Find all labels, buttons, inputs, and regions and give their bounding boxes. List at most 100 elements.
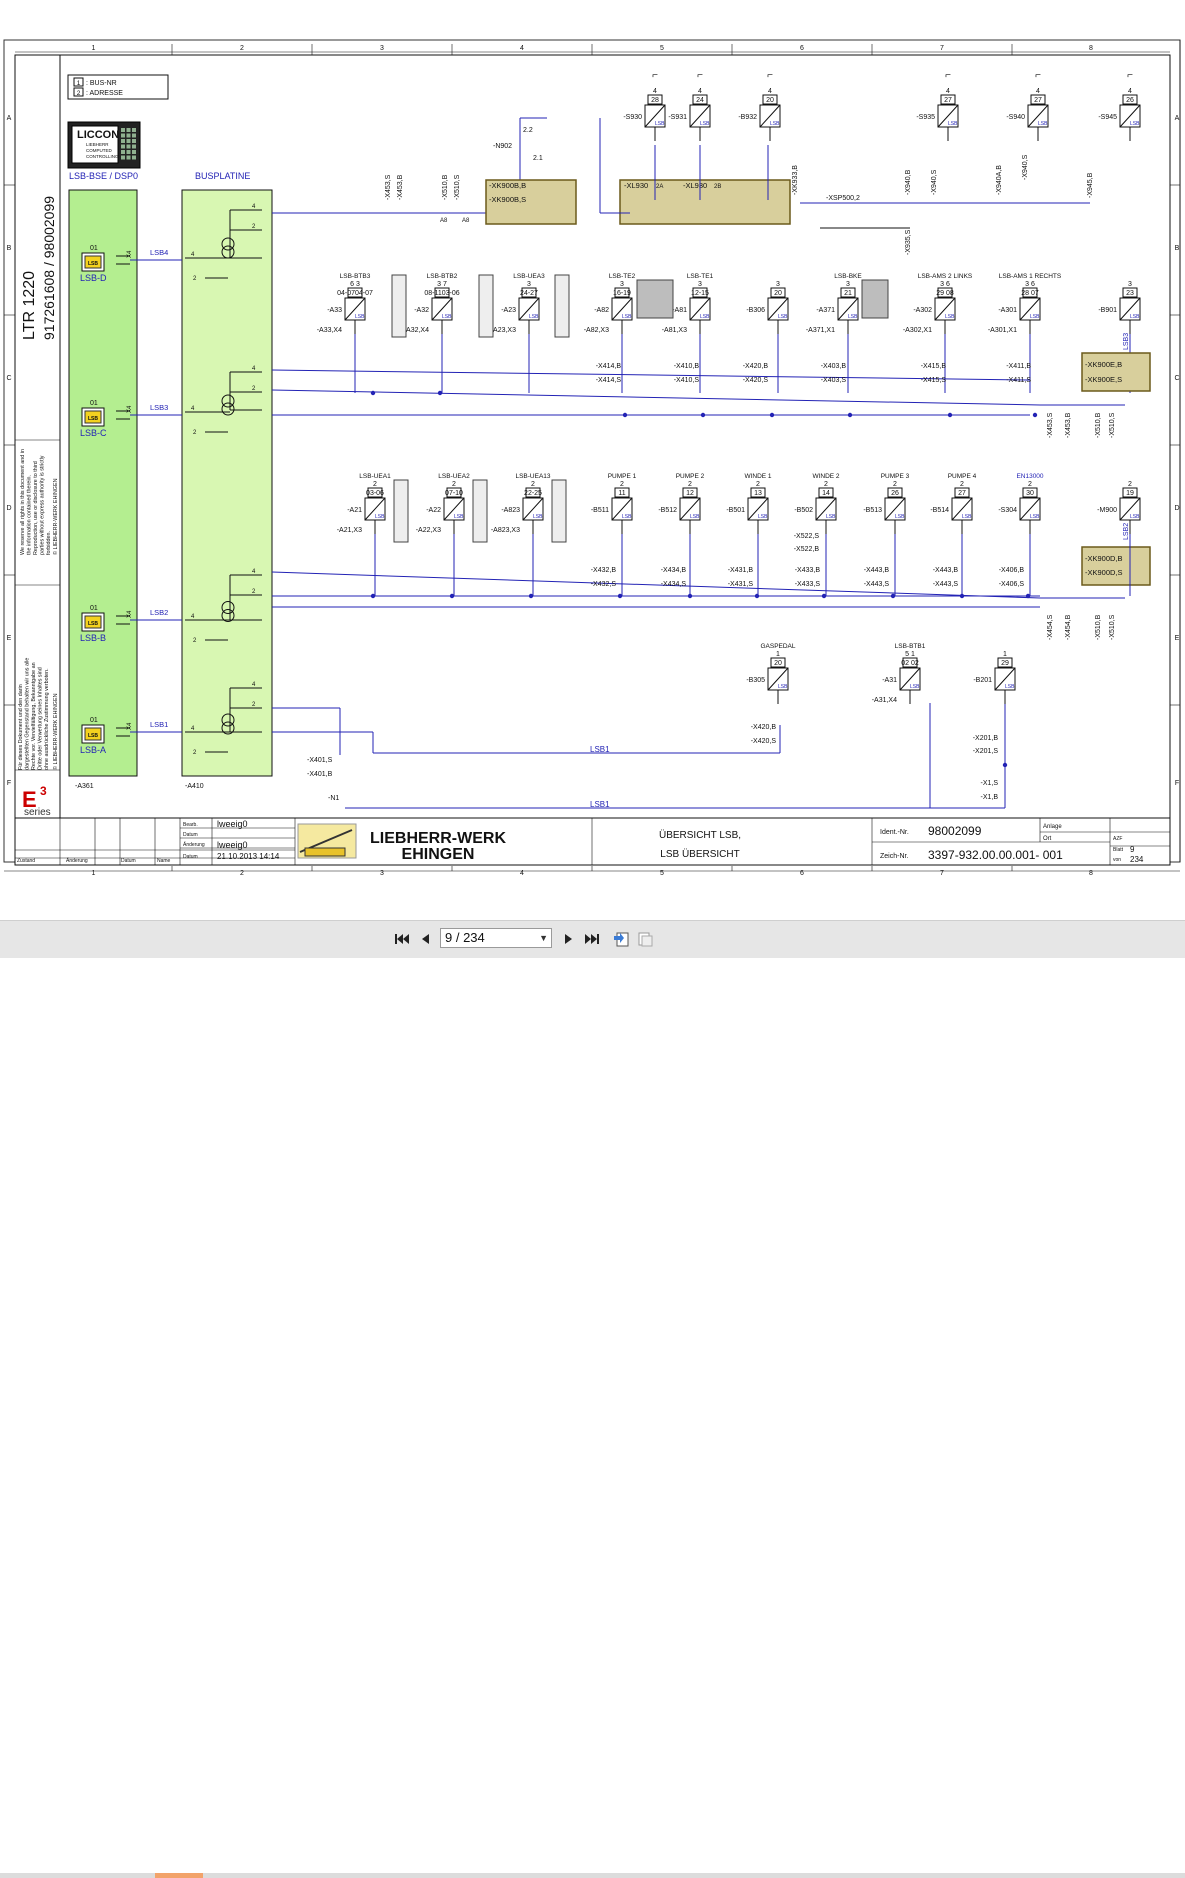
- xk900d-s: -XK900D,S: [1085, 568, 1123, 577]
- device-bus: 6 3: [350, 281, 360, 288]
- module-rack-icon: [391, 274, 407, 338]
- junction-dot: [622, 412, 628, 418]
- module-x4: X4: [127, 250, 133, 258]
- return-view-icon[interactable]: [612, 930, 630, 948]
- device-diagonal: [767, 667, 789, 691]
- module-name: LSB-C: [80, 428, 107, 438]
- pin-number: 2: [252, 224, 256, 230]
- row-letter-left: F: [7, 780, 11, 787]
- xk933b: -XK933,B: [792, 165, 799, 195]
- device-ref: -A823: [501, 507, 520, 514]
- copyright-de: ohne ausdrückliche Zustimmung verboten.: [44, 668, 50, 770]
- device-addr: 28 07: [1021, 290, 1039, 297]
- busplatine-title: BUSPLATINE: [195, 171, 250, 181]
- device-bus: 2: [824, 481, 828, 488]
- device-lsb-tag: LSB: [770, 121, 780, 127]
- next-page-icon[interactable]: [560, 930, 578, 948]
- device-lsb-tag: LSB: [700, 314, 710, 320]
- row-d-conn-b: -X443,B: [864, 567, 890, 574]
- junction-dot: [449, 593, 455, 599]
- copyright-en: forbidden.: [46, 531, 52, 555]
- device-sub: -A301,X1: [988, 327, 1017, 334]
- column-number-bottom: 7: [940, 870, 944, 877]
- liccon-logo-panel: [71, 125, 119, 164]
- pin-number: 4: [252, 569, 256, 575]
- tb-azf: AZF: [1113, 836, 1122, 842]
- device-ref: -B201: [973, 677, 992, 684]
- device-lsb-tag: LSB: [529, 314, 539, 320]
- column-number-bottom: 8: [1089, 870, 1093, 877]
- device-label: LSB-UEA13: [515, 473, 550, 480]
- junction-dot: [687, 593, 693, 599]
- page-number-text: 9 / 234: [445, 930, 485, 945]
- row-b-conn-b: -X411,B: [1006, 363, 1031, 370]
- row-b-conn-b: -X420,B: [743, 363, 769, 370]
- device-addr-box: [682, 487, 698, 498]
- device-bus: 3: [776, 281, 780, 288]
- x940s2: -X940,S: [1022, 154, 1029, 180]
- device-bus: 2: [531, 481, 535, 488]
- crane-body: [304, 847, 346, 857]
- device-sub: -A302,X1: [903, 327, 932, 334]
- junction-dot: [370, 593, 376, 599]
- page-number-input[interactable]: 9 / 234 ▼: [440, 928, 552, 948]
- device-addr-box: [521, 287, 537, 298]
- device-addr-box: [647, 94, 663, 105]
- device-diagonal: [344, 297, 366, 321]
- column-number-bottom: 2: [240, 870, 244, 877]
- n21-label: 2.1: [533, 155, 543, 162]
- column-number-top: 6: [800, 45, 804, 52]
- device-lsb-tag: LSB: [1030, 314, 1040, 320]
- right-conn-c: -X453,B: [1065, 412, 1072, 438]
- device-bus: 4: [768, 88, 772, 95]
- device-diagonal: [837, 297, 859, 321]
- device-bus: 2: [1128, 481, 1132, 488]
- row-letter-right: F: [1175, 780, 1179, 787]
- device-diagonal: [1027, 104, 1049, 128]
- lsb-module-chip: LSB: [88, 621, 98, 627]
- device-lsb-tag: LSB: [848, 314, 858, 320]
- device-label: LSB-BTB3: [340, 273, 371, 280]
- row-letter-right: A: [1175, 115, 1180, 122]
- device-bus: 3: [527, 281, 531, 288]
- first-page-icon[interactable]: [393, 930, 411, 948]
- column-number-top: 2: [240, 45, 244, 52]
- last-page-icon[interactable]: [583, 930, 601, 948]
- junction-dot: [769, 412, 775, 418]
- previous-page-icon[interactable]: [416, 930, 434, 948]
- device-label: LSB-BTB2: [427, 273, 458, 280]
- device-ref: -A32: [414, 307, 429, 314]
- device-bus: 3: [698, 281, 702, 288]
- row-b-conn-s: -X403,S: [821, 377, 847, 384]
- chevron-down-icon[interactable]: ▼: [539, 933, 548, 943]
- x420b-e: -X420,B: [751, 724, 777, 731]
- row-letter-right: E: [1175, 635, 1180, 642]
- device-lsb-tag: LSB: [655, 121, 665, 127]
- copyright-en: We reserve all rights in this document a…: [20, 449, 26, 555]
- device-addr-box: [887, 487, 903, 498]
- switch-hook-icon: ⌐: [945, 70, 951, 81]
- device-addr-box: [434, 287, 450, 298]
- device-label: PUMPE 4: [948, 473, 977, 480]
- device-ref: -A21: [347, 507, 362, 514]
- junction-dot: [754, 593, 760, 599]
- xl930-2a: 2A: [656, 184, 663, 190]
- device-addr: 12-15: [691, 290, 709, 297]
- junction-dot: [437, 390, 443, 396]
- device-diagonal: [937, 104, 959, 128]
- switch-hook-icon: ⌐: [1035, 70, 1041, 81]
- copyright-en-owner: © LIEBHERR-WERK EHINGEN: [52, 478, 59, 555]
- switch-hook-icon: ⌐: [697, 70, 703, 81]
- drawing-desc-1: ÜBERSICHT LSB,: [659, 829, 741, 841]
- page-view-icon[interactable]: [636, 930, 654, 948]
- device-ref: -S940: [1006, 114, 1025, 121]
- xk900e-s: -XK900E,S: [1085, 375, 1122, 384]
- device-bus: 2: [960, 481, 964, 488]
- row-letter-left: A: [7, 115, 12, 122]
- column-number-top: 4: [520, 45, 524, 52]
- device-sub: -A23,X3: [491, 327, 516, 334]
- xk900d-b: -XK900D,B: [1085, 554, 1123, 563]
- device-ref: -A302: [913, 307, 932, 314]
- x945b: -X945,B: [1087, 172, 1094, 198]
- device-label: PUMPE 2: [676, 473, 705, 480]
